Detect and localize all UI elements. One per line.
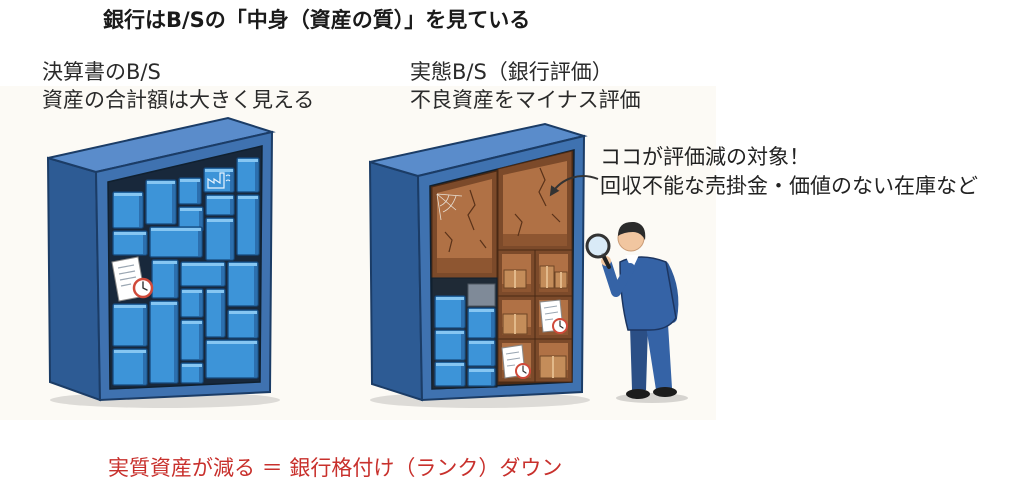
asset-box (434, 295, 466, 329)
asset-box (180, 288, 204, 318)
crack-line (444, 189, 487, 253)
asset-box (203, 167, 235, 193)
reported-bs-caption: 決算書のB/S 資産の合計額は大きく見える (42, 58, 314, 114)
asset-box (180, 261, 226, 287)
asset-box-stack (434, 295, 496, 387)
asset-box (205, 288, 226, 338)
asset-box (434, 329, 466, 361)
left-balance-sheet-cabinet (46, 116, 280, 408)
reported-bs-description: 資産の合計額は大きく見える (42, 88, 315, 112)
asset-box (236, 194, 260, 256)
asset-box (467, 339, 496, 367)
annotation-headline: ココが評価減の対象！ (600, 145, 810, 169)
bad-asset-compartment (431, 170, 498, 279)
asset-box (205, 339, 259, 379)
magnifying-glass-icon (585, 233, 611, 269)
person-hair (618, 221, 646, 240)
page-title: 銀行はB/Sの「中身（資産の質）」を見ている (103, 8, 531, 32)
asset-box (236, 157, 260, 193)
cardboard-box (503, 269, 527, 289)
asset-box (205, 217, 235, 261)
asset-box (434, 361, 466, 387)
inspector-person (585, 221, 688, 403)
bad-asset-compartment (497, 150, 573, 251)
cardboard-box (539, 265, 555, 289)
cabinet-side (368, 160, 424, 402)
right-balance-sheet-cabinet (368, 122, 590, 408)
cardboard-box (539, 355, 567, 379)
dead-inventory-stack (502, 265, 568, 379)
asset-box-stack (112, 157, 260, 386)
clock-icon (515, 363, 531, 379)
asset-box (149, 300, 179, 384)
factory-icon (207, 172, 231, 189)
asset-box (180, 319, 204, 361)
actual-bs-caption: 実態B/S（銀行評価） 不良資産をマイナス評価 (410, 58, 641, 114)
asset-box (112, 303, 148, 347)
person-shoe (626, 389, 650, 399)
actual-bs-description: 不良資産をマイナス評価 (410, 88, 641, 112)
person-shoe (653, 387, 677, 397)
cobweb (436, 193, 463, 221)
healthy-asset-compartment (431, 277, 498, 390)
asset-box (112, 230, 148, 256)
conclusion-statement: 実質資産が減る ＝ 銀行格付け（ランク）ダウン (108, 456, 563, 480)
person-leg (630, 326, 648, 390)
crack-line (514, 167, 561, 237)
person-front-arm (602, 259, 635, 297)
cabinet-side (46, 156, 102, 402)
clock-icon (552, 318, 568, 334)
asset-box (227, 309, 259, 339)
asset-box (178, 177, 202, 205)
person-shirt-collar (625, 255, 639, 270)
asset-box (180, 362, 204, 384)
asset-box (151, 259, 179, 299)
asset-box (205, 194, 235, 216)
asset-box (227, 261, 259, 307)
asset-box (467, 367, 496, 387)
cardboard-box (554, 271, 568, 289)
curved-arrow-icon (549, 175, 599, 197)
person-torso (619, 256, 677, 331)
asset-box (467, 307, 496, 339)
asset-box (149, 226, 203, 258)
reported-bs-heading: 決算書のB/S (42, 60, 161, 84)
cardboard-box (502, 313, 528, 335)
annotation-examples: 回収不能な売掛金・価値のない在庫など (600, 174, 978, 198)
person-leg (646, 324, 672, 390)
actual-bs-heading: 実態B/S（銀行評価） (410, 60, 613, 84)
asset-box (178, 206, 204, 232)
asset-box (112, 191, 144, 229)
asset-box (145, 179, 177, 225)
obsolete-box (467, 283, 496, 307)
writedown-annotation: ココが評価減の対象！ 回収不能な売掛金・価値のない在庫など (600, 143, 978, 201)
asset-box (112, 348, 148, 386)
clock-icon (132, 277, 154, 299)
